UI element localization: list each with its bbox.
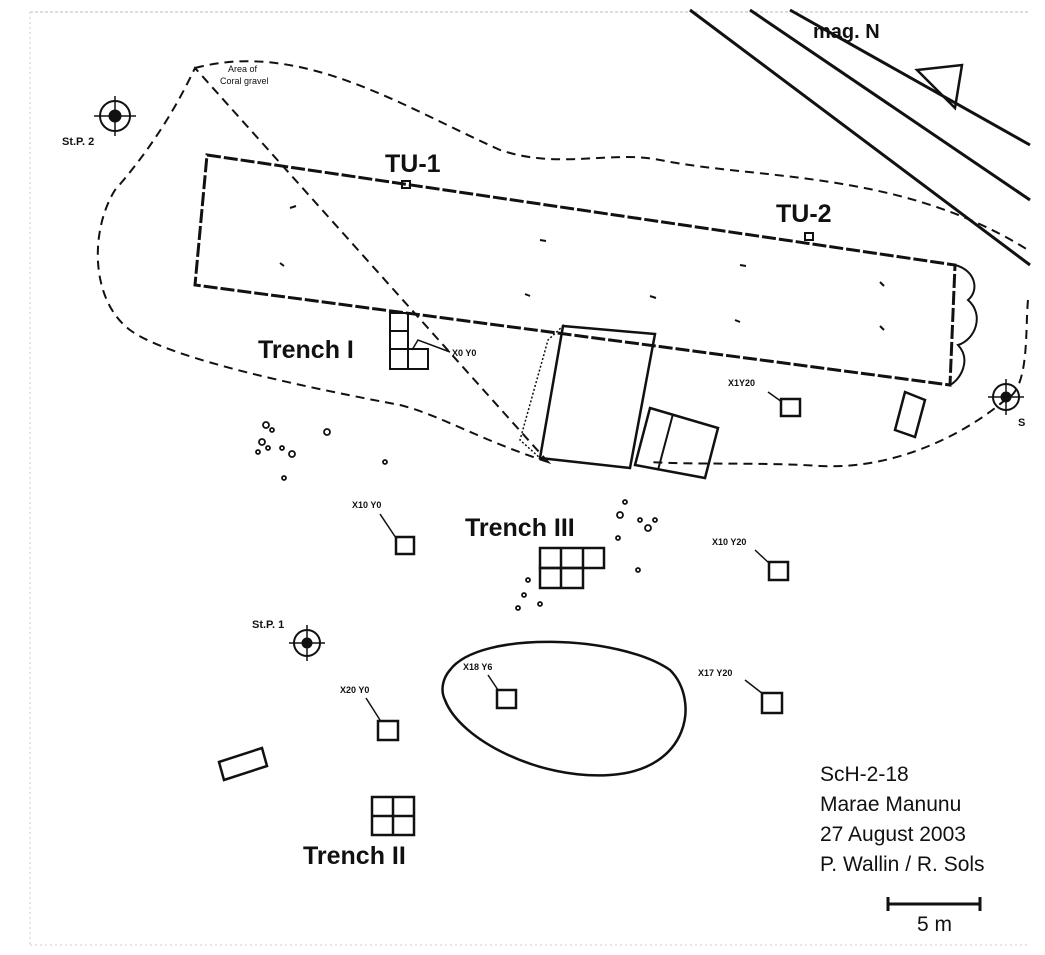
x10y0-leader (379, 513, 397, 539)
x10y0-label: X10 Y0 (352, 500, 381, 510)
central-structure-side (519, 323, 565, 460)
area-label-line1: Area of (228, 64, 258, 74)
trench-iii-label: Trench III (465, 514, 575, 542)
tu1-label: TU-1 (385, 150, 441, 178)
station-2-icon (94, 96, 136, 136)
road-line-3 (789, 8, 1031, 147)
station-2-label: St.P. 2 (62, 136, 94, 148)
annex-divider (657, 413, 674, 471)
x10y20-square (767, 560, 790, 582)
x1y20-leader (767, 391, 783, 403)
tu2-label: TU-2 (776, 200, 832, 228)
x18y6-leader (487, 674, 499, 691)
annex-structure (633, 406, 720, 480)
stone-scatter-center (515, 499, 658, 611)
small-rectangle-right (893, 390, 927, 439)
x1y20-label: X1Y20 (728, 378, 755, 388)
x20y0-square (376, 719, 400, 742)
x10y0-square (394, 535, 416, 556)
oval-pit (441, 640, 687, 777)
x0y0-leader (411, 339, 451, 353)
station-3-icon (988, 379, 1024, 415)
trench-ii-label: Trench II (303, 842, 406, 870)
small-rectangle-left (217, 746, 269, 782)
site-code: ScH-2-18 (820, 763, 909, 786)
platform-end-stones (949, 264, 978, 386)
scale-bar-label: 5 m (917, 913, 952, 936)
x17y20-leader (744, 679, 764, 695)
x20y0-label: X20 Y0 (340, 685, 369, 695)
central-structure (538, 324, 657, 470)
site-name: Marae Manunu (820, 793, 961, 816)
x0y0-label: X0 Y0 (452, 348, 476, 358)
x10y20-label: X10 Y20 (712, 537, 746, 547)
station-1-label: St.P. 1 (252, 619, 284, 631)
area-label-line2: Coral gravel (220, 76, 269, 86)
stone-scatter-left (255, 421, 388, 481)
x20y0-leader (365, 697, 381, 721)
trench-ii-grid (370, 795, 416, 837)
trench-i-label: Trench I (258, 336, 354, 364)
trench-iii-grid (538, 546, 606, 590)
coral-gravel-boundary (96, 60, 1029, 468)
survey-date: 27 August 2003 (820, 823, 966, 846)
road-line-1 (689, 8, 1031, 267)
north-label: mag. N (813, 21, 880, 43)
tu2-square (804, 232, 814, 241)
platform-scatter (279, 205, 885, 331)
station-1-icon (289, 625, 325, 661)
x18y6-label: X18 Y6 (463, 662, 492, 672)
tu1-square (401, 180, 411, 189)
x18y6-square (495, 688, 518, 710)
scale-bar-icon (886, 897, 982, 911)
station-3-label: S (1018, 417, 1025, 429)
north-arrow-icon (914, 63, 964, 111)
trench-i-grid (389, 312, 429, 370)
survey-authors: P. Wallin / R. Sols (820, 853, 985, 876)
road-line-2 (749, 8, 1031, 202)
x17y20-label: X17 Y20 (698, 668, 732, 678)
x1y20-square (779, 397, 802, 418)
x17y20-square (760, 691, 784, 715)
x10y20-leader (754, 549, 771, 565)
